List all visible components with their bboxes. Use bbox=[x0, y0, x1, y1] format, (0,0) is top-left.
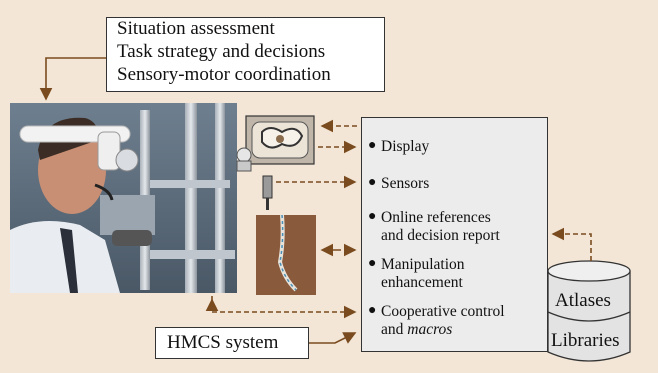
label-sensory: Sensory-motor coordination bbox=[117, 64, 331, 85]
item-manipulation-line1: Manipulation bbox=[381, 256, 465, 273]
and-text: and bbox=[381, 321, 408, 338]
features-panel bbox=[361, 117, 548, 352]
hmcs-label: HMCS system bbox=[167, 332, 279, 353]
item-sensors: Sensors bbox=[381, 175, 430, 192]
bullet-3: ● bbox=[368, 209, 377, 224]
label-task: Task strategy and decisions bbox=[117, 41, 326, 62]
bullet-2: ● bbox=[368, 175, 377, 190]
db-libraries: Libraries bbox=[551, 330, 620, 351]
item-manipulation-line2: enhancement bbox=[381, 274, 463, 291]
db-atlases: Atlases bbox=[555, 290, 611, 311]
bullet-4: ● bbox=[368, 256, 377, 271]
item-display: Display bbox=[381, 138, 430, 155]
label-situation: Situation assessment bbox=[117, 18, 275, 39]
macros-text: macros bbox=[407, 321, 453, 338]
top-label-box bbox=[106, 17, 385, 92]
item-cooperative-line2: and macros bbox=[381, 321, 452, 339]
hmcs-box bbox=[155, 327, 309, 359]
item-cooperative-line1: Cooperative control bbox=[381, 303, 505, 320]
item-online-line2: and decision report bbox=[381, 227, 500, 244]
bullet-1: ● bbox=[368, 138, 377, 153]
bullet-5: ● bbox=[368, 303, 377, 318]
item-online-line1: Online references bbox=[381, 209, 491, 226]
